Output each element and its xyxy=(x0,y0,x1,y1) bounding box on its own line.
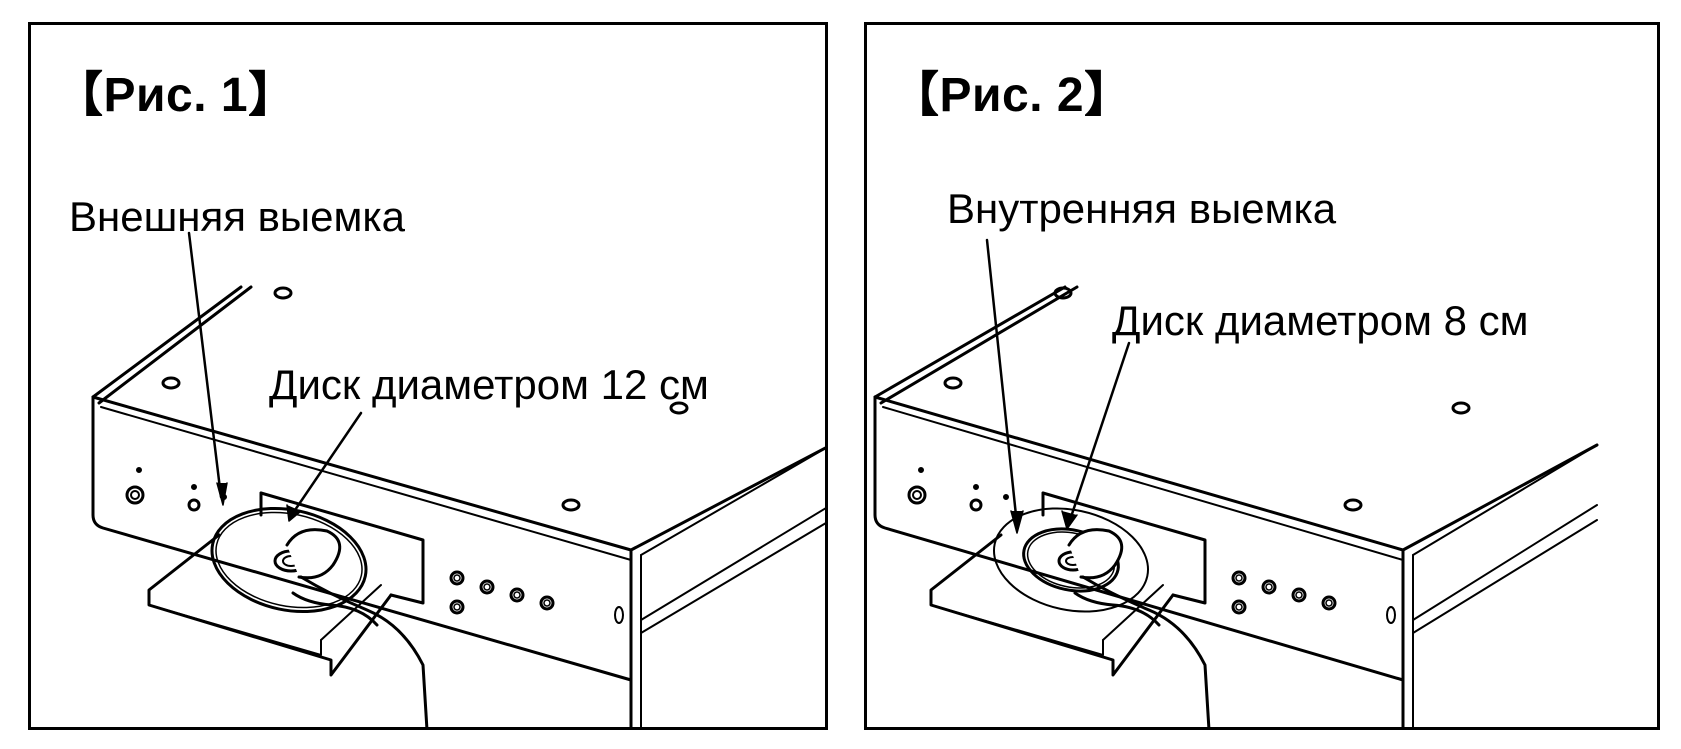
figure-2-panel: 【Рис. 2】 Внутренняя выемка Диск диаметро… xyxy=(864,22,1660,730)
figure-1-title: 【Рис. 1】 xyxy=(55,69,297,122)
figure-2-disc-label: Диск диаметром 8 см xyxy=(1112,297,1529,344)
figure-1-notch-label: Внешняя выемка xyxy=(69,193,405,240)
figure-2-notch-label: Внутренняя выемка xyxy=(947,185,1337,232)
figure-2-player-drawing xyxy=(873,238,1599,727)
figure-2-title: 【Рис. 2】 xyxy=(891,69,1133,122)
figure-1-player-drawing xyxy=(91,231,825,727)
figure-1-panel: 【Рис. 1】 Внешняя выемка Диск диаметром 1… xyxy=(28,22,828,730)
figure-1-disc-label: Диск диаметром 12 см xyxy=(269,361,709,408)
